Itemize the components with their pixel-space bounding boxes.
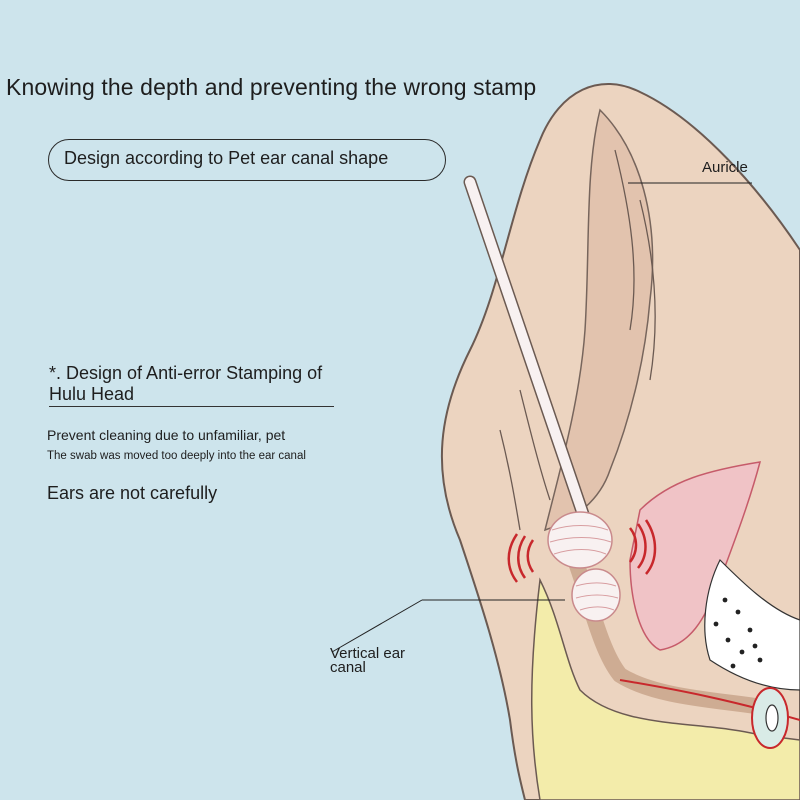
description-line-3: Ears are not carefully bbox=[47, 483, 218, 503]
pill-text: Design according to Pet ear canal shape bbox=[64, 148, 389, 168]
auricle-label: Auricle bbox=[702, 159, 748, 176]
swab-head-top bbox=[547, 511, 613, 569]
ear-fold-lines bbox=[499, 149, 656, 531]
swab-head-stripes bbox=[549, 525, 619, 611]
description-line-1: Prevent cleaning due to unfamiliar, pet bbox=[47, 427, 286, 443]
canal-label-line1: Vertical ear bbox=[330, 645, 406, 662]
heading-underline bbox=[49, 406, 334, 407]
swab-stick-fill bbox=[465, 177, 590, 525]
canal-label-line2: canal bbox=[330, 659, 366, 676]
canal-leader-line bbox=[331, 599, 423, 653]
bone-dots bbox=[713, 597, 763, 669]
eardrum-center bbox=[765, 704, 779, 732]
warning-marks-left bbox=[507, 533, 535, 583]
description-line-2: The swab was moved too deeply into the e… bbox=[47, 450, 306, 462]
ear-cartilage bbox=[530, 577, 800, 800]
feature-heading: *. Design of Anti-error Stamping of Hulu… bbox=[49, 363, 323, 404]
vertical-ear-canal-label: Vertical ear canal bbox=[330, 645, 406, 676]
warning-marks-right bbox=[628, 519, 657, 575]
page-title: Knowing the depth and preventing the wro… bbox=[6, 74, 537, 100]
shape-design-pill: Design according to Pet ear canal shape bbox=[48, 139, 446, 181]
ear-bone-region bbox=[704, 558, 800, 691]
